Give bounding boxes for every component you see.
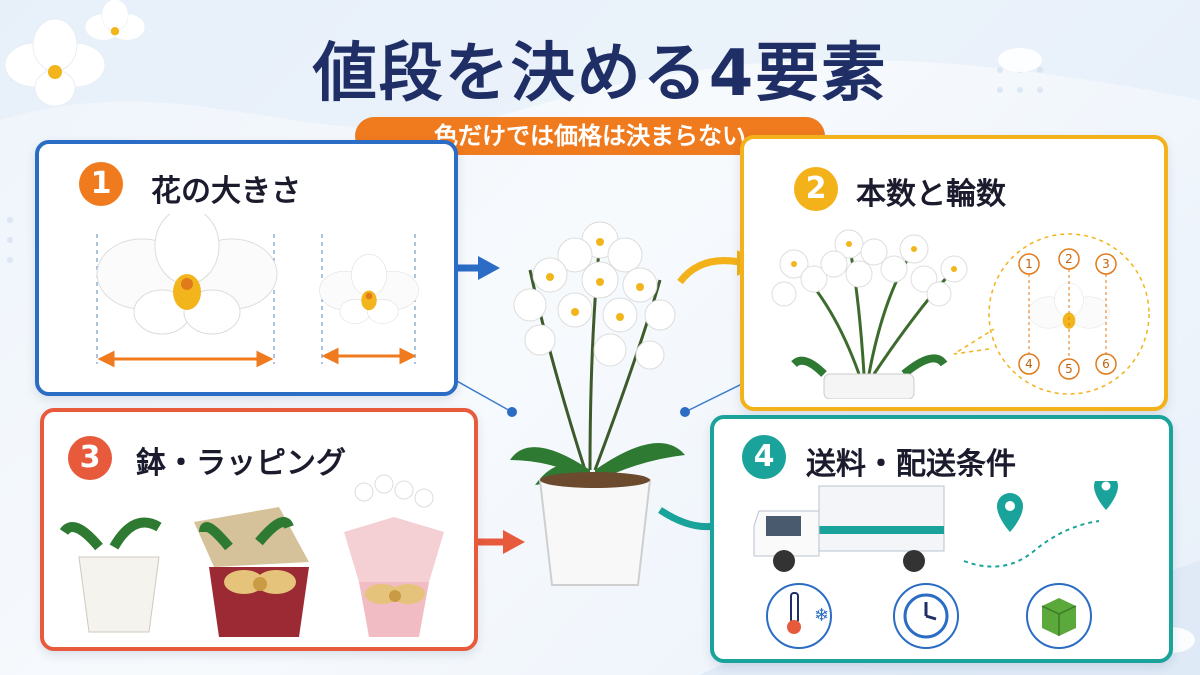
route-pin-icon <box>963 520 1100 568</box>
card-title: 花の大きさ <box>151 174 301 209</box>
bloom-label: 6 <box>1102 357 1110 371</box>
bloom-label: 2 <box>1065 252 1073 266</box>
bloom-label: 3 <box>1102 257 1110 271</box>
shipping-illustration: ❄ <box>753 481 1118 649</box>
badge-number: 4 <box>742 435 786 479</box>
card-flower-size: 1 花の大きさ <box>35 140 458 396</box>
red-wrapping-icon <box>194 507 309 637</box>
width-arrow-small-icon <box>321 347 417 365</box>
card-pot-and-wrapping: 3 鉢・ラッピング <box>40 408 478 651</box>
bloom-label: 4 <box>1025 357 1033 371</box>
location-pin-icon <box>1094 481 1118 510</box>
pot-options-illustration <box>59 474 444 637</box>
badge-number: 1 <box>79 162 123 206</box>
page-title: 値段を決める4要素 <box>312 37 888 111</box>
card-title: 鉢・ラッピング <box>136 446 346 481</box>
svg-text:❄: ❄ <box>814 605 829 626</box>
size-comparison-illustration <box>96 214 419 368</box>
card-title: 送料・配送条件 <box>806 447 1016 482</box>
small-orchid-icon <box>319 253 419 324</box>
card-shipping-conditions: 4 送料・配送条件 ❄ <box>710 415 1173 663</box>
thermometer-snow-icon: ❄ <box>766 583 832 649</box>
card-title: 本数と輪数 <box>856 177 1006 212</box>
plain-pot-icon <box>59 517 162 633</box>
location-pin-icon <box>997 493 1023 532</box>
badge-number: 2 <box>794 167 838 211</box>
clock-icon <box>893 583 959 649</box>
multi-stem-orchid-illustration <box>771 229 968 399</box>
bloom-label: 5 <box>1065 362 1073 376</box>
badge-number: 3 <box>68 436 112 480</box>
arrow-right-icon <box>478 256 500 280</box>
width-arrow-large-icon <box>97 350 274 368</box>
pink-wrapping-icon <box>344 474 444 637</box>
box-icon <box>1026 583 1092 649</box>
card-stem-and-bloom-count: 2 本数と輪数 <box>740 135 1168 411</box>
bloom-label: 1 <box>1025 257 1033 271</box>
bloom-count-callout: 1 2 3 4 5 6 <box>953 233 1150 395</box>
center-orchid-illustration <box>510 221 685 586</box>
truck-icon <box>753 485 945 572</box>
large-orchid-icon <box>96 214 278 335</box>
